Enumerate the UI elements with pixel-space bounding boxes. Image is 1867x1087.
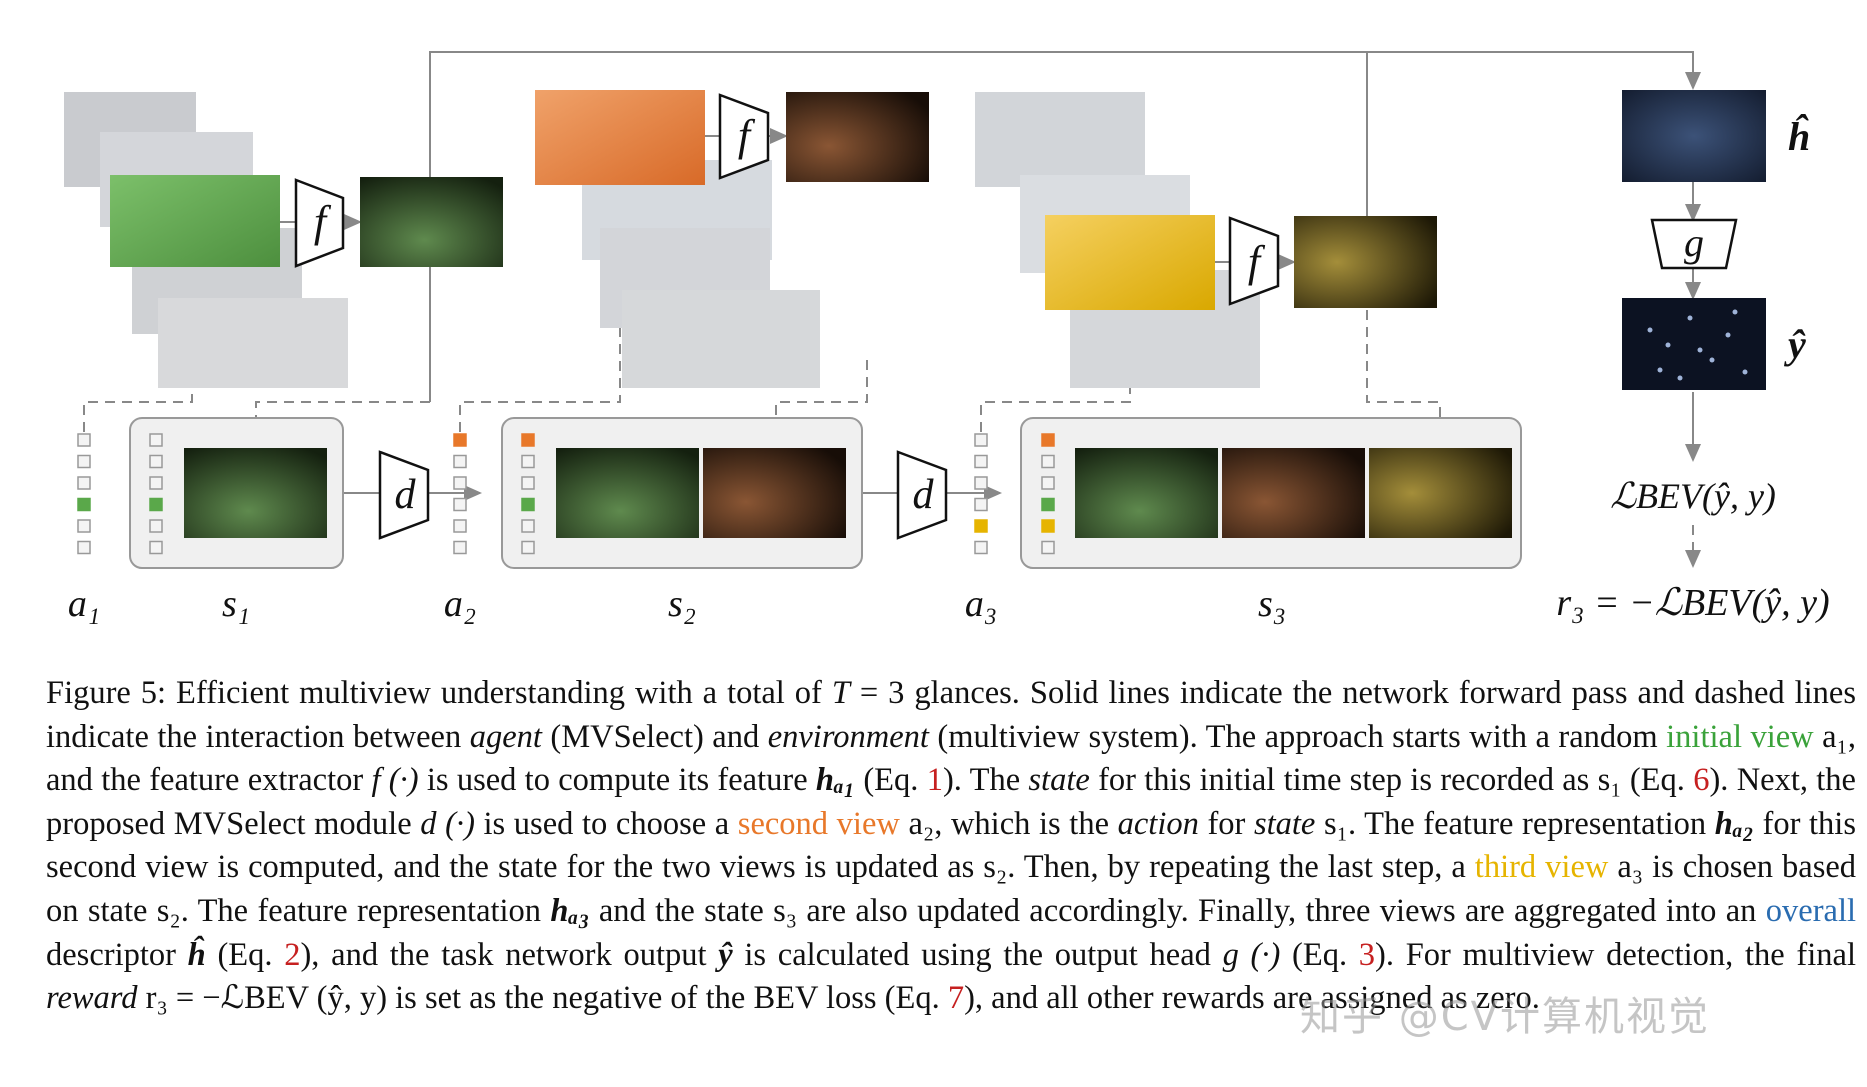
s1-label: s₁ — [222, 583, 250, 625]
h-hat-label: ĥ — [1788, 114, 1810, 159]
eq-ref: 6 — [1693, 762, 1710, 799]
view-indicator-square — [521, 497, 535, 512]
output-head-g — [1650, 218, 1738, 270]
mvselect-figure: f f f d d g ĥ ŷ ℒBEV(ŷ, y) — [64, 51, 1830, 625]
view-indicator-square — [77, 497, 91, 512]
state-bev-tiles — [184, 448, 1512, 538]
feature-extractor-f — [294, 93, 1280, 306]
view-indicator-square — [453, 497, 467, 512]
detection-dot — [1725, 332, 1731, 338]
selected-view-orange — [535, 90, 705, 185]
view-indicator-square — [974, 454, 988, 469]
view-indicator-square — [1041, 540, 1055, 555]
y-hat-detections — [1647, 309, 1748, 381]
s2-label: s₂ — [668, 583, 696, 625]
selected-view-green — [110, 175, 280, 267]
view-indicator-square — [77, 540, 91, 555]
eq-ref: 7 — [947, 980, 965, 1017]
eq-ref: 3 — [1358, 936, 1376, 973]
view-indicator-square — [521, 540, 535, 555]
bev-loss-label: ℒBEV(ŷ, y) — [1610, 476, 1776, 516]
view-indicator-square — [1041, 454, 1055, 469]
view-indicator-square — [521, 519, 535, 533]
detection-dot — [1742, 369, 1748, 375]
detection-dot — [1677, 375, 1683, 381]
view-indicator-square — [1041, 519, 1055, 533]
view-indicator-square — [974, 519, 988, 533]
view-indicator-square — [974, 433, 988, 447]
watermark: 知乎 @CV计算机视觉 — [1300, 994, 1711, 1040]
detection-dot — [1709, 357, 1715, 363]
eq-ref: 2 — [284, 936, 301, 973]
s3-label: s₃ — [1258, 583, 1286, 625]
third-view-term: third view — [1474, 849, 1609, 886]
view-indicator-square — [77, 454, 91, 469]
bev-features — [360, 92, 1437, 308]
view-indicator-square — [149, 519, 163, 533]
view-indicator-square — [521, 476, 535, 490]
initial-view-term: initial view — [1666, 718, 1814, 755]
view-indicator-square — [77, 519, 91, 533]
view-indicator-square — [1041, 476, 1055, 490]
view-indicator-square — [453, 433, 467, 447]
view-indicators — [77, 433, 1055, 555]
reward-label: r₃ = −ℒBEV(ŷ, y) — [1556, 582, 1829, 624]
view-indicator-square — [1041, 497, 1055, 512]
y-hat-output — [1622, 298, 1766, 390]
view-indicator-square — [974, 497, 988, 512]
detection-dot — [1687, 315, 1693, 321]
view-indicator-square — [453, 540, 467, 555]
view-indicator-square — [77, 476, 91, 490]
view-indicator-square — [149, 454, 163, 469]
view-indicator-square — [453, 519, 467, 533]
mvselect-d — [378, 450, 948, 540]
view-indicator-square — [974, 476, 988, 490]
y-hat-label: ŷ — [1784, 322, 1806, 367]
a3-label: a₃ — [965, 583, 997, 625]
view-indicator-square — [149, 497, 163, 512]
view-stack-3 — [975, 92, 1260, 388]
d-label: d — [395, 472, 417, 518]
eq-ref: 1 — [926, 762, 943, 799]
detection-dot — [1665, 342, 1671, 348]
selected-view-yellow — [1045, 215, 1215, 310]
detection-dot — [1697, 347, 1703, 353]
second-view-term: second view — [737, 805, 900, 842]
view-indicator-square — [521, 454, 535, 469]
h-hat-descriptor — [1622, 90, 1766, 182]
view-stack-1 — [64, 92, 348, 388]
detection-dot — [1732, 309, 1738, 315]
view-indicator-square — [77, 433, 91, 447]
view-indicator-square — [453, 454, 467, 469]
view-stack-2 — [535, 90, 820, 388]
a2-label: a₂ — [444, 583, 476, 625]
a1-label: a₁ — [68, 583, 100, 625]
overall-term: overall — [1765, 892, 1856, 929]
figure-caption: Figure 5: Efficient multiview understand… — [46, 675, 1857, 1017]
view-indicator-square — [149, 540, 163, 555]
view-indicator-square — [1041, 433, 1055, 447]
view-indicator-square — [521, 433, 535, 447]
view-indicator-square — [453, 476, 467, 490]
view-indicator-square — [149, 433, 163, 447]
view-indicator-square — [974, 540, 988, 555]
g-label: g — [1684, 220, 1704, 265]
view-indicator-square — [149, 476, 163, 490]
detection-dot — [1657, 367, 1663, 373]
detection-dot — [1647, 327, 1653, 333]
d-label: d — [913, 472, 935, 518]
